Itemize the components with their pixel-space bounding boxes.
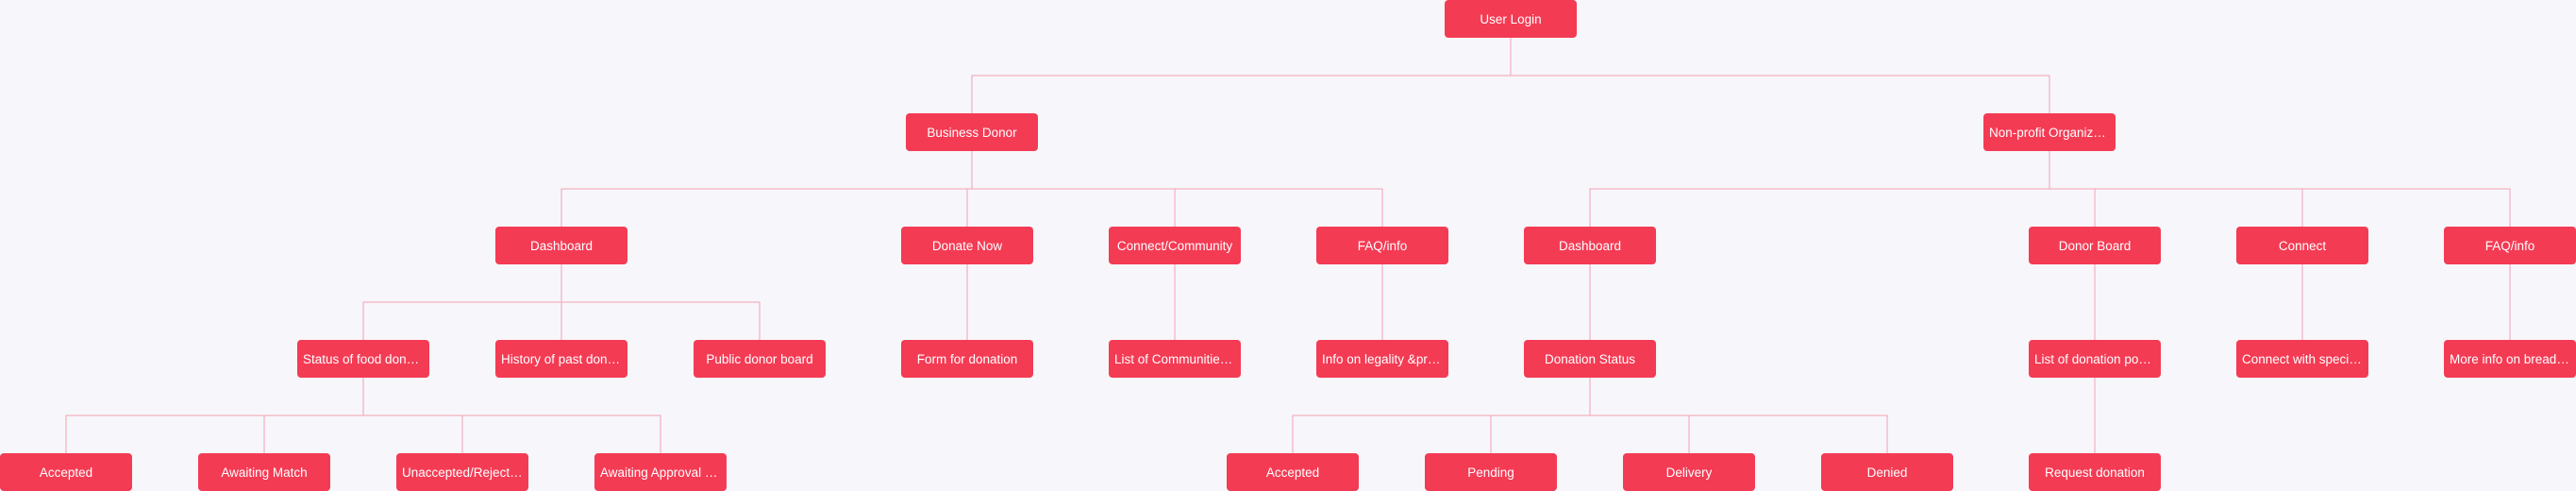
connector-node-user-login-to-node-business-donor bbox=[971, 38, 1512, 113]
node-np-donation-status[interactable]: Donation Status bbox=[1524, 340, 1656, 378]
node-bd-public-donor-board[interactable]: Public donor board bbox=[694, 340, 826, 378]
node-bd-dashboard[interactable]: Dashboard bbox=[495, 227, 627, 264]
node-bd-accepted[interactable]: Accepted bbox=[0, 453, 132, 491]
node-label: FAQ/info bbox=[2484, 238, 2535, 253]
node-np-more-info[interactable]: More info on breadpl... bbox=[2444, 340, 2576, 378]
node-bd-donate-now[interactable]: Donate Now bbox=[901, 227, 1033, 264]
node-bd-connect-community[interactable]: Connect/Community bbox=[1109, 227, 1241, 264]
node-label: Unaccepted/Rejected bbox=[402, 465, 523, 480]
node-label: More info on breadpl... bbox=[2450, 351, 2570, 366]
node-business-donor[interactable]: Business Donor bbox=[906, 113, 1038, 151]
node-np-faq-info[interactable]: FAQ/info bbox=[2444, 227, 2576, 264]
node-np-denied[interactable]: Denied bbox=[1821, 453, 1953, 491]
node-bd-awaiting-approval[interactable]: Awaiting Approval (fr... bbox=[594, 453, 727, 491]
node-label: Pending bbox=[1467, 465, 1514, 480]
node-label: Donor Board bbox=[2058, 238, 2132, 253]
node-bd-list-communities[interactable]: List of Communities ... bbox=[1109, 340, 1241, 378]
node-np-donor-board[interactable]: Donor Board bbox=[2029, 227, 2161, 264]
node-bd-status-food-donation[interactable]: Status of food donation bbox=[297, 340, 429, 378]
node-label: Non-profit Organizati... bbox=[1989, 125, 2110, 140]
node-nonprofit-organization[interactable]: Non-profit Organizati... bbox=[1983, 113, 2116, 151]
connector-node-np-donation-status-to-node-np-pending bbox=[1490, 378, 1591, 453]
node-label: Connect bbox=[2278, 238, 2327, 253]
node-np-dashboard[interactable]: Dashboard bbox=[1524, 227, 1656, 264]
node-label: Business Donor bbox=[927, 125, 1017, 140]
node-bd-awaiting-match[interactable]: Awaiting Match bbox=[198, 453, 330, 491]
node-np-accepted[interactable]: Accepted bbox=[1227, 453, 1359, 491]
node-label: Dashboard bbox=[1558, 238, 1622, 253]
node-label: Awaiting Approval (fr... bbox=[600, 465, 721, 480]
node-np-connect[interactable]: Connect bbox=[2236, 227, 2368, 264]
node-label: Awaiting Match bbox=[221, 465, 308, 480]
node-label: Connect with specific... bbox=[2242, 351, 2363, 366]
node-label: Donate Now bbox=[931, 238, 1003, 253]
node-label: Accepted bbox=[39, 465, 93, 480]
node-label: Public donor board bbox=[706, 351, 813, 366]
connector-node-user-login-to-node-nonprofit-organization bbox=[1510, 38, 2050, 113]
node-bd-unaccepted-rejected[interactable]: Unaccepted/Rejected bbox=[396, 453, 528, 491]
connector-node-bd-dashboard-to-node-bd-public-donor-board bbox=[560, 264, 761, 340]
node-label: User Login bbox=[1480, 11, 1542, 26]
node-label: Info on legality &proc... bbox=[1322, 351, 1443, 366]
connector-node-business-donor-to-node-bd-donate-now bbox=[966, 151, 973, 227]
node-label: Donation Status bbox=[1544, 351, 1636, 366]
node-np-request-donation[interactable]: Request donation bbox=[2029, 453, 2161, 491]
node-label: Status of food donation bbox=[303, 351, 424, 366]
node-label: Denied bbox=[1866, 465, 1908, 480]
connector-node-nonprofit-organization-to-node-np-dashboard bbox=[1589, 151, 2050, 227]
node-label: List of Communities ... bbox=[1114, 351, 1235, 366]
connector-node-bd-dashboard-to-node-bd-status-food-donation bbox=[362, 264, 562, 340]
node-np-connect-specific[interactable]: Connect with specific... bbox=[2236, 340, 2368, 378]
node-np-list-donation-postings[interactable]: List of donation posti... bbox=[2029, 340, 2161, 378]
connector-node-np-donation-status-to-node-np-denied bbox=[1589, 378, 1888, 453]
node-label: Form for donation bbox=[916, 351, 1018, 366]
node-user-login[interactable]: User Login bbox=[1445, 0, 1577, 38]
node-label: Accepted bbox=[1265, 465, 1320, 480]
connector-node-bd-status-food-donation-to-node-bd-awaiting-approval bbox=[362, 378, 661, 453]
node-bd-history-past-donations[interactable]: History of past donat... bbox=[495, 340, 627, 378]
node-label: FAQ/info bbox=[1357, 238, 1408, 253]
node-label: List of donation posti... bbox=[2034, 351, 2155, 366]
node-bd-faq-info[interactable]: FAQ/info bbox=[1316, 227, 1448, 264]
node-label: Request donation bbox=[2045, 465, 2145, 480]
node-label: Dashboard bbox=[529, 238, 594, 253]
connector-node-business-donor-to-node-bd-dashboard bbox=[560, 151, 973, 227]
node-np-delivery[interactable]: Delivery bbox=[1623, 453, 1755, 491]
node-bd-form-for-donation[interactable]: Form for donation bbox=[901, 340, 1033, 378]
node-label: Delivery bbox=[1665, 465, 1713, 480]
node-np-pending[interactable]: Pending bbox=[1425, 453, 1557, 491]
connector-node-nonprofit-organization-to-node-np-faq-info bbox=[2049, 151, 2511, 227]
node-label: History of past donat... bbox=[501, 351, 622, 366]
connector-node-business-donor-to-node-bd-faq-info bbox=[971, 151, 1383, 227]
node-label: Connect/Community bbox=[1116, 238, 1233, 253]
connector-node-bd-status-food-donation-to-node-bd-awaiting-match bbox=[263, 378, 364, 453]
node-bd-info-legality[interactable]: Info on legality &proc... bbox=[1316, 340, 1448, 378]
